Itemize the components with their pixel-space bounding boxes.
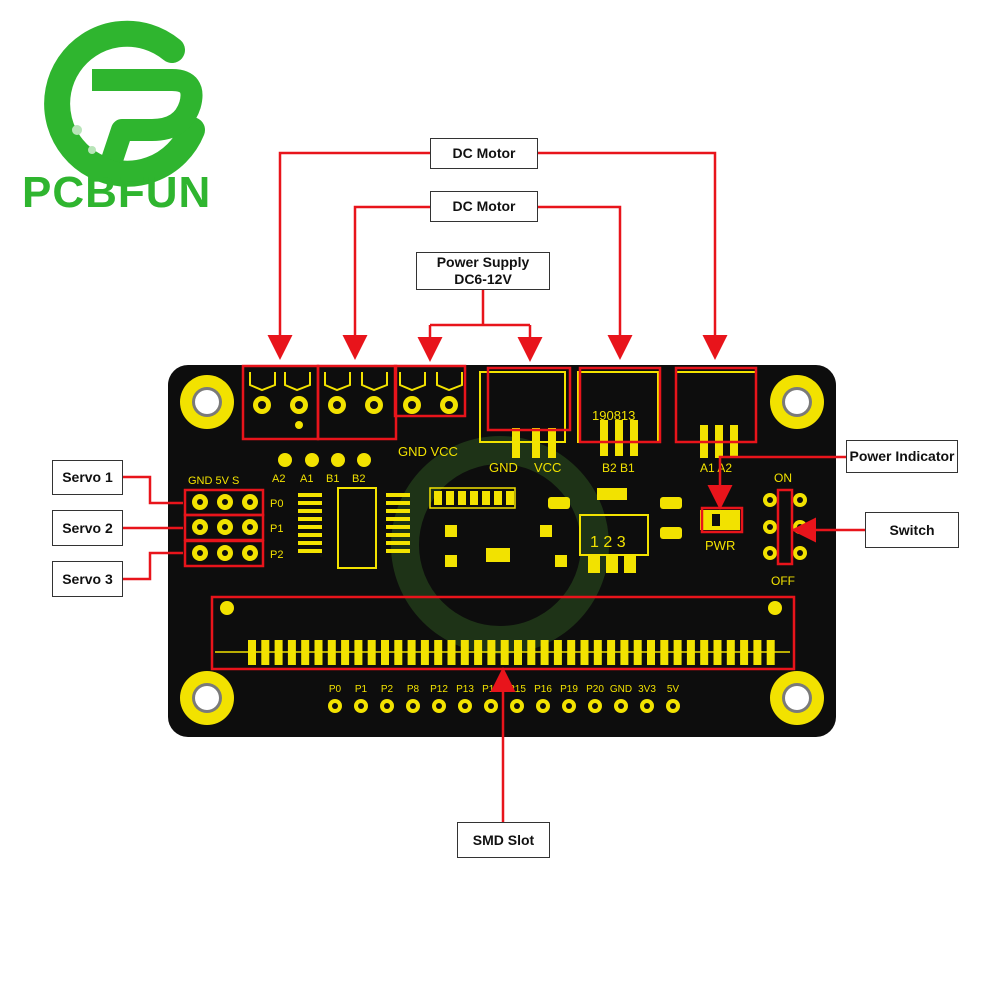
label-on: ON [774, 471, 792, 485]
bottom-pin-label: P19 [560, 684, 578, 695]
smd-pad [301, 640, 310, 665]
bottom-pin-row: P0 P1 P2 P8 P12 P13 P14 P15 P16 P19 P20 GND 3V3 5V [328, 684, 680, 713]
smd-pad [407, 640, 416, 665]
label-servo-header: GND 5V S [188, 475, 239, 487]
mounting-hole-bl [180, 671, 234, 725]
bottom-pin-label: P0 [329, 684, 342, 695]
label-p1: P1 [270, 523, 283, 535]
pcbfun-logo-icon [44, 20, 205, 187]
smd-pad [607, 640, 616, 665]
smd-pad [713, 640, 722, 665]
smd-pad [500, 640, 509, 665]
smd-pad [287, 640, 296, 665]
power-supply-line1: Power Supply [436, 254, 530, 270]
callout-servo-2: Servo 2 [52, 510, 123, 546]
smd-pad [394, 640, 403, 665]
smd-pad [726, 640, 735, 665]
smd-pad [354, 640, 363, 665]
smd-pad [633, 640, 642, 665]
smd-pad [367, 640, 376, 665]
label-off: OFF [771, 574, 795, 588]
smd-pad [553, 640, 562, 665]
label-a1: A1 [300, 473, 313, 485]
label-p0: P0 [270, 498, 283, 510]
regulator [579, 488, 649, 573]
smd-pad [673, 640, 682, 665]
smd-pad [540, 640, 549, 665]
smd-pad [474, 640, 483, 665]
smd-pad [314, 640, 323, 665]
bottom-pin-label: P13 [456, 684, 474, 695]
bottom-pin-label: P8 [407, 684, 420, 695]
callout-power-indicator: Power Indicator [846, 440, 958, 473]
smd-pad [447, 640, 456, 665]
bottom-pin-label: P16 [534, 684, 552, 695]
label-b1: B1 [326, 473, 339, 485]
callout-servo-1: Servo 1 [52, 460, 123, 495]
mounting-hole-br [770, 671, 824, 725]
callout-servo-3: Servo 3 [52, 561, 123, 597]
callout-dc-motor-2: DC Motor [430, 191, 538, 222]
smd-pad [381, 640, 389, 665]
bottom-pin-label: P20 [586, 684, 604, 695]
bottom-pin-label: P1 [355, 684, 368, 695]
bottom-pin-label: P15 [508, 684, 526, 695]
smd-pad [593, 640, 602, 665]
smd-pad [248, 640, 256, 665]
label-vcc-right: VCC [534, 460, 561, 475]
callout-switch: Switch [865, 512, 959, 548]
smd-pad [527, 640, 536, 665]
motor-terminal-a [249, 372, 311, 392]
smd-pad [514, 640, 522, 665]
label-b2b1: B2 B1 [602, 461, 635, 475]
smd-pad [686, 640, 695, 665]
label-date-code: 190813 [592, 408, 635, 423]
smd-pad [660, 640, 669, 665]
bottom-pin-label: P12 [430, 684, 448, 695]
label-reg-pins: 1 2 3 [590, 534, 626, 551]
smd-pad [341, 640, 350, 665]
bottom-pin-label: P14 [482, 684, 500, 695]
smd-slot-pads [248, 640, 775, 665]
smd-pad [740, 640, 749, 665]
label-b2: B2 [352, 473, 365, 485]
mounting-hole-tr [770, 375, 824, 429]
smd-pad [580, 640, 589, 665]
smd-pad [327, 640, 336, 665]
callout-power-supply: Power Supply DC6-12V [416, 252, 550, 290]
smd-pad [700, 640, 709, 665]
label-a2: A2 [272, 473, 285, 485]
label-p2: P2 [270, 549, 283, 561]
label-a1a2: A1 A2 [700, 461, 732, 475]
smd-pad [620, 640, 629, 665]
bottom-pin-label: 3V3 [638, 684, 656, 695]
mounting-hole-tl [180, 375, 234, 429]
brand-name: PCBFUN [22, 168, 212, 217]
bottom-pin-label: P2 [381, 684, 394, 695]
smd-pad [434, 640, 443, 665]
smd-pad [460, 640, 469, 665]
callout-smd-slot: SMD Slot [457, 822, 550, 858]
smd-pad [567, 640, 576, 665]
power-supply-line2: DC6-12V [454, 271, 512, 287]
bottom-pin-label: GND [610, 684, 632, 695]
smd-pad [647, 640, 655, 665]
label-pwr: PWR [705, 538, 735, 553]
smd-pad [420, 640, 429, 665]
callout-dc-motor-1: DC Motor [430, 138, 538, 169]
label-gnd-vcc-left: GND VCC [398, 444, 458, 459]
smd-pad [487, 640, 496, 665]
smd-pad [261, 640, 270, 665]
smd-pad [753, 640, 762, 665]
label-gnd-right: GND [489, 460, 518, 475]
bottom-pin-label: 5V [667, 684, 680, 695]
smd-pad [274, 640, 283, 665]
smd-pad [766, 640, 775, 665]
